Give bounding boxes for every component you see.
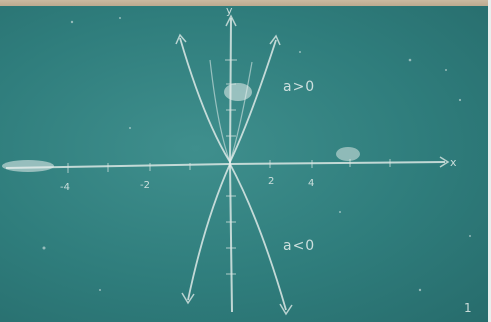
chalk-smudge-right	[336, 147, 360, 161]
parabola-up-arrow-left	[175, 33, 187, 45]
x-tick-label-2: 2	[268, 176, 274, 187]
wall-strip	[0, 0, 491, 8]
x-tick-label-neg2: -2	[140, 180, 150, 191]
parabola-down-arrow-left	[181, 292, 195, 305]
x-tick-label-4: 4	[308, 178, 314, 189]
label-a-negative: a<0	[283, 238, 315, 254]
label-a-positive: a>0	[283, 79, 315, 95]
x-tick-label-neg4: -4	[60, 182, 70, 193]
chalk-smudge-top	[224, 83, 252, 101]
parabola-wide-up	[179, 37, 277, 164]
parabola-down-arrow-right	[279, 303, 293, 316]
corner-mark: 1	[464, 301, 472, 315]
parabola-up-arrow-right	[269, 34, 281, 46]
y-axis-ticks	[225, 59, 237, 275]
parabola-narrow-up	[209, 59, 253, 164]
x-axis-arrow	[439, 156, 450, 168]
chalk-dust	[42, 17, 471, 292]
chalk-smudge-left	[2, 160, 54, 172]
parabola-wide-down	[187, 161, 287, 311]
x-axis-ticks	[67, 159, 391, 173]
x-axis-label: x	[450, 156, 457, 169]
y-axis-label: y	[226, 4, 233, 17]
y-axis-arrow	[225, 14, 237, 27]
edge-strip	[488, 0, 491, 322]
x-axis-line	[5, 161, 446, 169]
